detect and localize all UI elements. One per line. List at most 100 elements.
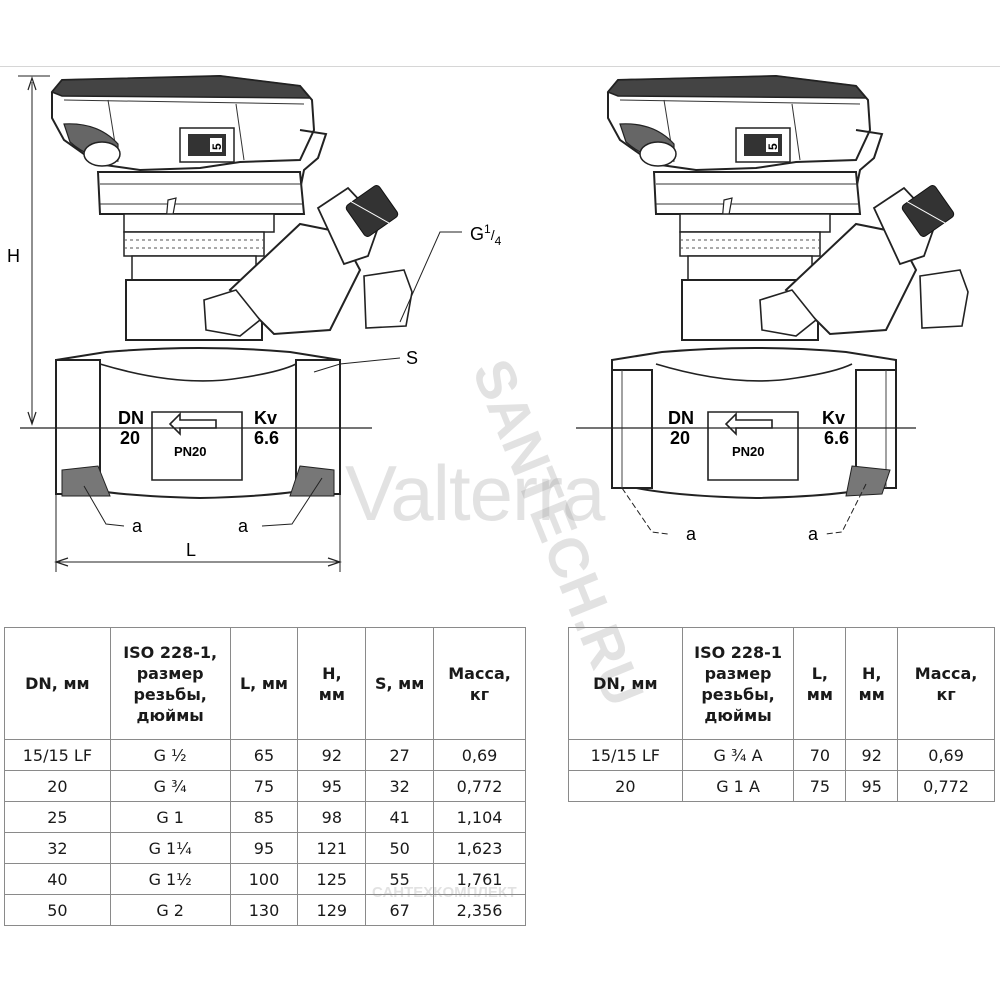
table-cell: 95 [845, 770, 899, 802]
marking-kv: Kv [822, 408, 845, 428]
table-cell: G 1¼ [109, 832, 231, 864]
column-header-line: размер [704, 663, 772, 683]
table-cell: 125 [297, 863, 367, 895]
table-cell: 65 [229, 739, 299, 771]
thread-label: G1/4 [470, 222, 502, 248]
top-divider [0, 66, 1000, 67]
column-header-line: резьбы, [133, 684, 207, 704]
connection-label-left: a [686, 524, 697, 544]
setting-digit: 5 [766, 143, 780, 150]
table-cell: 50 [4, 894, 111, 926]
column-header-line: DN, мм [25, 674, 90, 693]
table-cell: 70 [793, 739, 847, 771]
table-cell: 67 [365, 894, 435, 926]
valve-drawings: H L S G1/4 a a DN 20 Kv 6.6 PN20 5 a a D… [7, 75, 969, 572]
table-cell: G 1 [109, 801, 231, 833]
table-cell: 20 [4, 770, 111, 802]
column-header-line: H, [861, 663, 882, 683]
left-valve-drawing: H L S G1/4 a a DN 20 Kv 6.6 PN20 5 [7, 75, 502, 572]
table-cell: 25 [4, 801, 111, 833]
table-cell: 95 [229, 832, 299, 864]
table-cell: 85 [229, 801, 299, 833]
column-header-line: L, [811, 663, 828, 683]
table-cell: 1,104 [433, 801, 526, 833]
table-cell: 0,69 [897, 739, 995, 771]
table-cell: 129 [297, 894, 367, 926]
table-cell: G 2 [109, 894, 231, 926]
table-cell: 2,356 [433, 894, 526, 926]
marking-kv-value: 6.6 [254, 428, 279, 448]
setting-digit: 5 [210, 143, 224, 150]
marking-pn: PN20 [732, 444, 765, 459]
table-cell: G 1½ [109, 863, 231, 895]
connection-label-left: a [132, 516, 143, 536]
column-header: L,мм [793, 627, 847, 740]
column-header-line: размер [136, 663, 204, 683]
table-cell: 41 [365, 801, 435, 833]
table-cell: 1,761 [433, 863, 526, 895]
table-cell: 92 [845, 739, 899, 771]
column-header-line: мм [858, 684, 885, 704]
table-cell: G ¾ A [681, 739, 795, 771]
column-header: H,мм [297, 627, 367, 740]
column-header-line: дюймы [136, 705, 204, 725]
table-cell: 92 [297, 739, 367, 771]
marking-dn-value: 20 [670, 428, 690, 448]
column-header-line: мм [806, 684, 833, 704]
column-header-line: ISO 228-1, [123, 642, 218, 662]
table-cell: 0,772 [897, 770, 995, 802]
column-header-line: кг [936, 684, 956, 704]
table-cell: 0,772 [433, 770, 526, 802]
connection-label-right: a [808, 524, 819, 544]
table-cell: 20 [568, 770, 683, 802]
table-cell: G ¾ [109, 770, 231, 802]
column-header-line: дюймы [704, 705, 772, 725]
table-cell: 15/15 LF [4, 739, 111, 771]
connection-label-right: a [238, 516, 249, 536]
column-header-line: ISO 228-1 [694, 642, 782, 662]
dimension-h-label: H [7, 246, 20, 266]
column-header-line: кг [469, 684, 490, 704]
table-cell: 121 [297, 832, 367, 864]
column-header-line: мм [318, 684, 345, 704]
table-cell: 27 [365, 739, 435, 771]
column-header-line: резьбы, [701, 684, 775, 704]
table-cell: 1,623 [433, 832, 526, 864]
table-cell: 95 [297, 770, 367, 802]
column-header: Масса,кг [897, 627, 995, 740]
table-cell: G 1 A [681, 770, 795, 802]
marking-dn: DN [118, 408, 144, 428]
column-header: DN, мм [568, 627, 683, 740]
dimension-l-label: L [186, 540, 196, 560]
table-cell: 98 [297, 801, 367, 833]
table-cell: G ½ [109, 739, 231, 771]
column-header-line: Масса, [448, 663, 511, 683]
marking-kv-value: 6.6 [824, 428, 849, 448]
marking-dn-value: 20 [120, 428, 140, 448]
column-header: Масса,кг [433, 627, 526, 740]
column-header: S, мм [365, 627, 435, 740]
table-cell: 32 [4, 832, 111, 864]
marking-kv: Kv [254, 408, 277, 428]
column-header: H,мм [845, 627, 899, 740]
marking-dn: DN [668, 408, 694, 428]
right-valve-drawing: a a DN 20 Kv 6.6 PN20 5 [576, 75, 969, 544]
table-cell: 100 [229, 863, 299, 895]
table-cell: 75 [229, 770, 299, 802]
column-header-line: DN, мм [593, 674, 658, 693]
table-cell: 130 [229, 894, 299, 926]
table-cell: 75 [793, 770, 847, 802]
